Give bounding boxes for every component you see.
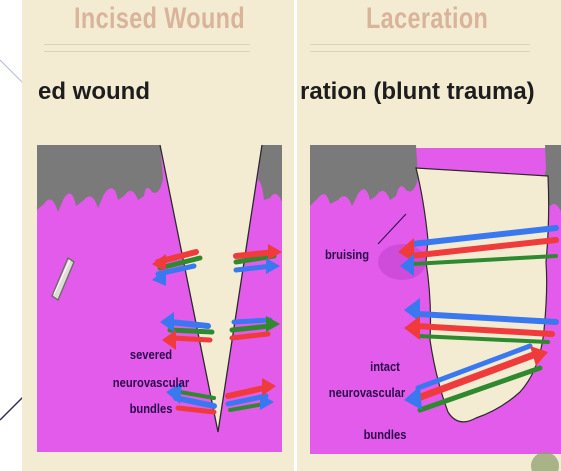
bruising-label: bruising (319, 244, 376, 266)
left-label-line-2: neurovascular (104, 372, 199, 394)
left-title-underline (44, 44, 250, 52)
right-title-underline (310, 44, 530, 52)
right-label-line-2: neurovascular (320, 382, 415, 404)
laceration-title: Laceration (366, 2, 488, 36)
left-label-line-3: bundles (104, 398, 199, 420)
right-paper-bottom (297, 454, 561, 471)
left-label-line-1: severed (104, 344, 199, 366)
incised-wound-title: Incised Wound (74, 2, 245, 36)
right-label-line-3: bundles (338, 424, 433, 446)
right-label-line-1: intact (338, 356, 433, 378)
incised-wound-subtitle: ed wound (38, 78, 150, 106)
laceration-subtitle: ration (blunt trauma) (300, 78, 535, 106)
